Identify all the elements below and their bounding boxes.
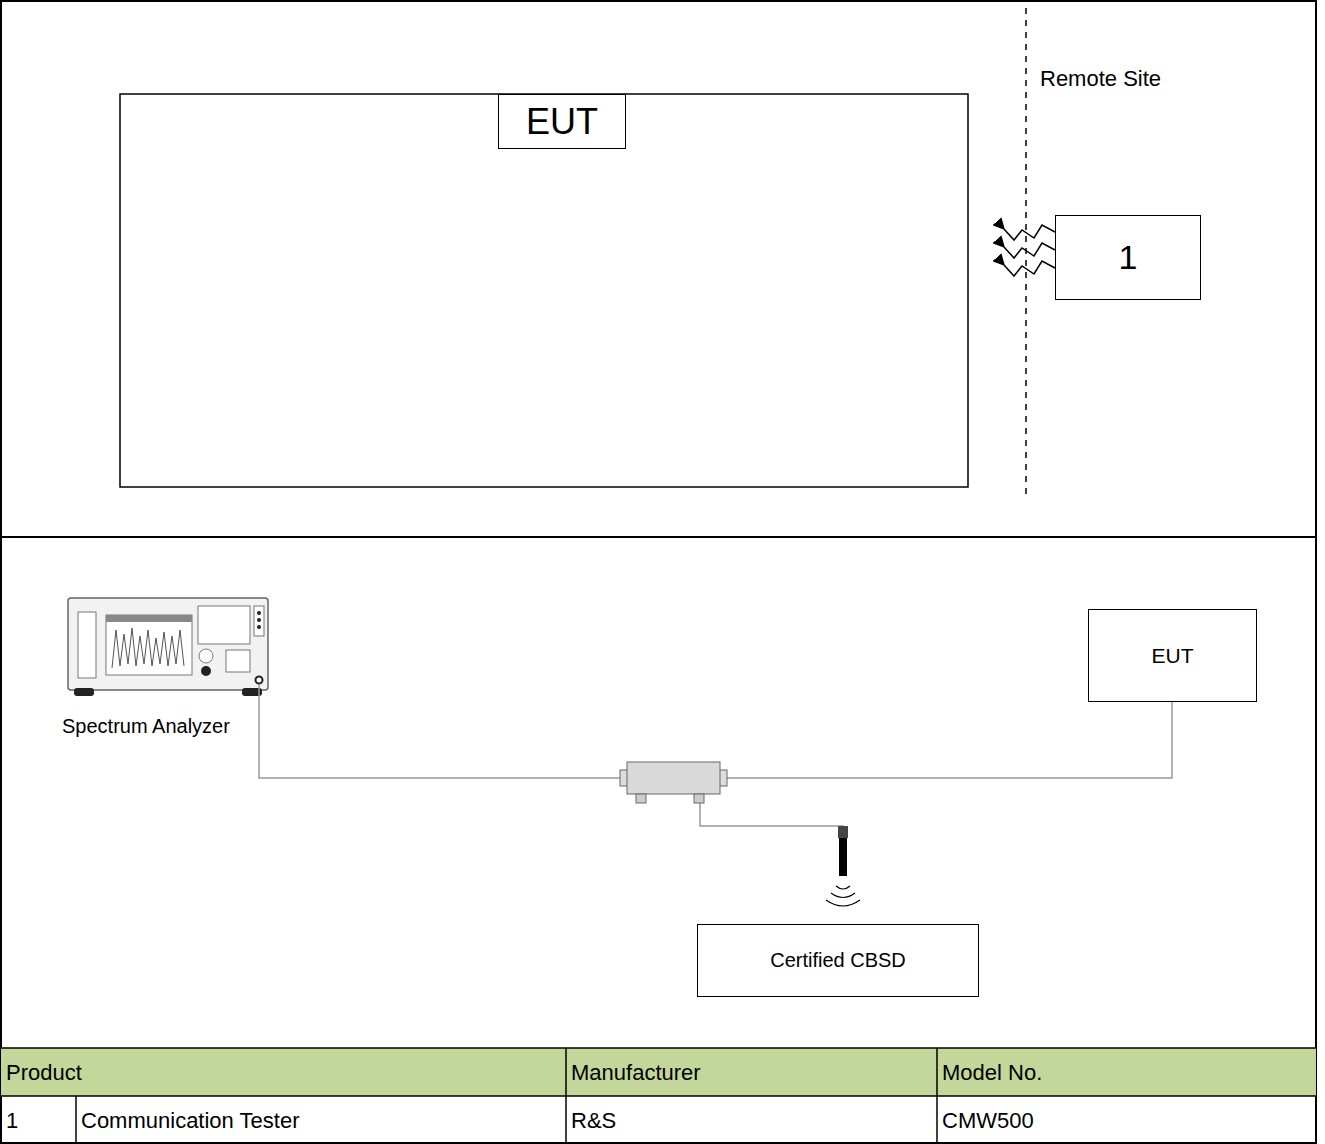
- eut-box: EUT: [1088, 609, 1257, 702]
- test-area: [120, 94, 968, 487]
- table-header: Model No.: [942, 1062, 1042, 1084]
- node-text: 1: [1119, 238, 1138, 277]
- table-cell: R&S: [571, 1110, 616, 1132]
- spectrum-analyzer-icon: [68, 598, 268, 696]
- tester-box: 1: [1055, 215, 1201, 300]
- site-label: Remote Site: [1040, 68, 1161, 90]
- site-boundary: [1025, 8, 1027, 500]
- node-text: EUT: [526, 101, 598, 143]
- cbsd-box: Certified CBSD: [697, 924, 979, 997]
- wireless-signal: [1004, 225, 1055, 276]
- antenna: [826, 826, 860, 906]
- node-text: EUT: [1152, 644, 1194, 668]
- instrument-label: Spectrum Analyzer: [62, 716, 230, 736]
- rf-cables: [259, 684, 1172, 830]
- node-text: Certified CBSD: [770, 949, 906, 972]
- table-header: Manufacturer: [571, 1062, 701, 1084]
- eut-box: EUT: [498, 94, 626, 149]
- equipment-table: [1, 1048, 1316, 1143]
- panel-divider: [1, 536, 1316, 538]
- table-cell: CMW500: [942, 1110, 1034, 1132]
- table-cell: 1: [6, 1110, 18, 1132]
- table-header: Product: [6, 1062, 82, 1084]
- table-cell: Communication Tester: [81, 1110, 299, 1132]
- splitter: [620, 762, 727, 803]
